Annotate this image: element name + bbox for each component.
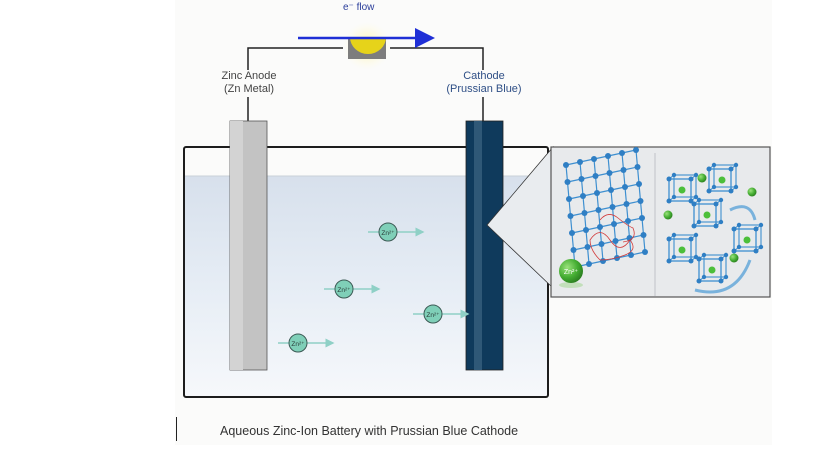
cathode-label-line1: Cathode bbox=[463, 70, 505, 82]
free-zn-ion bbox=[663, 210, 673, 220]
text-cursor bbox=[176, 417, 177, 441]
free-zn-ion bbox=[729, 253, 739, 263]
anode-label-line1: Zinc Anode bbox=[221, 70, 277, 82]
cathode-label: Cathode (Prussian Blue) bbox=[438, 70, 530, 96]
anode-label: Zinc Anode (Zn Metal) bbox=[205, 70, 293, 96]
prussian-blue-cathode bbox=[465, 120, 504, 371]
free-zn-ion bbox=[747, 187, 757, 197]
open-framework-illustration bbox=[663, 162, 764, 294]
zinc-anode bbox=[229, 120, 268, 371]
zn-ion-label: Zn²⁺ bbox=[381, 230, 395, 237]
framework-cage bbox=[666, 232, 699, 264]
light-bulb-icon bbox=[343, 22, 391, 70]
zn-ion: Zn²⁺ bbox=[278, 333, 335, 353]
anode-label-line2: (Zn Metal) bbox=[223, 83, 275, 95]
inset-panel: Zn²⁺ bbox=[550, 146, 771, 298]
zn-ion: Zn²⁺ bbox=[368, 222, 425, 242]
framework-cage bbox=[666, 172, 699, 204]
zn-ion-label: Zn²⁺ bbox=[291, 341, 305, 348]
framework-cage bbox=[731, 222, 764, 254]
inset-zn-ion: Zn²⁺ bbox=[559, 259, 583, 288]
zn-ion: Zn²⁺ bbox=[324, 279, 381, 299]
zn-ion-label: Zn²⁺ bbox=[337, 287, 351, 294]
zn-ion: Zn²⁺ bbox=[413, 304, 470, 324]
framework-cage bbox=[706, 162, 739, 194]
electron-flow-label: e⁻ flow bbox=[343, 2, 375, 13]
framework-cage bbox=[696, 252, 729, 284]
framework-cage bbox=[691, 197, 724, 229]
external-circuit-wire bbox=[247, 47, 484, 122]
inset-zn-label: Zn²⁺ bbox=[564, 269, 579, 276]
zn-ion-label: Zn²⁺ bbox=[426, 312, 440, 319]
cathode-label-line2: (Prussian Blue) bbox=[446, 83, 522, 95]
figure-caption: Aqueous Zinc-Ion Battery with Prussian B… bbox=[220, 424, 519, 438]
free-zn-ion bbox=[697, 173, 707, 183]
